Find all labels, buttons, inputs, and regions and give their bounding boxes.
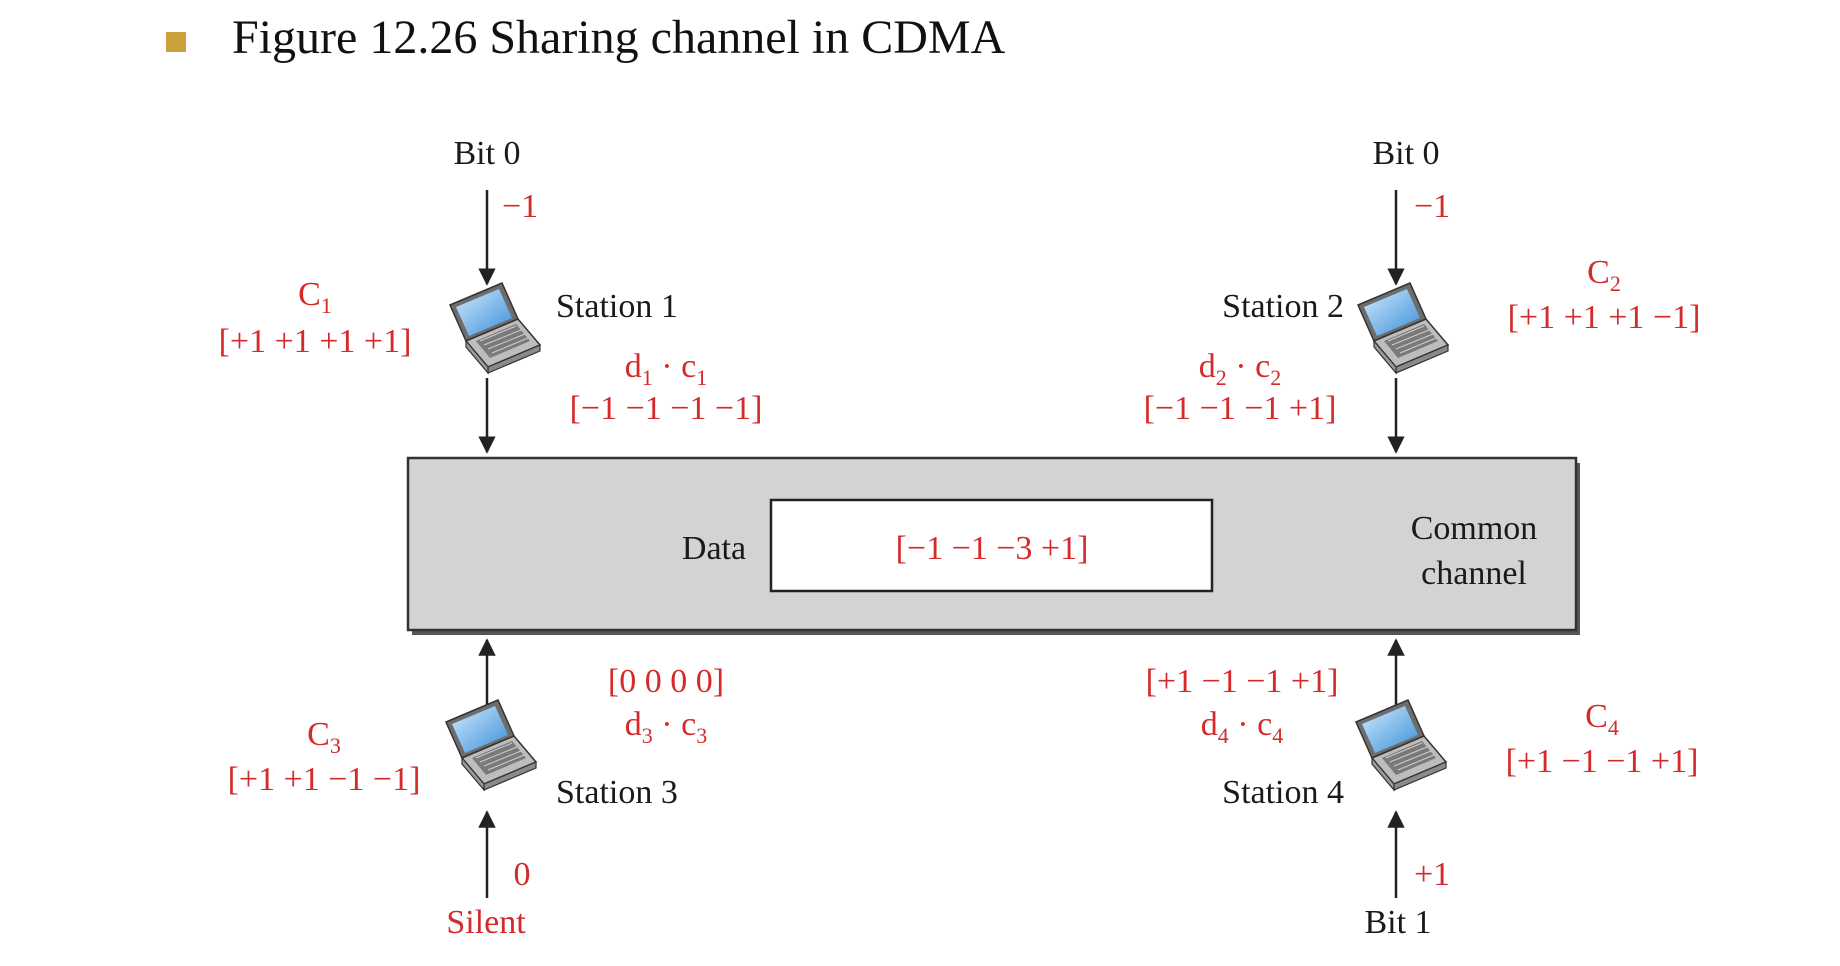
channel-label-line2: channel bbox=[1421, 555, 1527, 592]
station-3-code-label: C3 bbox=[307, 716, 341, 758]
station-3-name: Station 3 bbox=[556, 774, 678, 811]
station-2-code: [+1 +1 +1 −1] bbox=[1508, 299, 1701, 336]
figure-title: Figure 12.26 Sharing channel in CDMA bbox=[232, 11, 1006, 64]
station-2-code-label: C2 bbox=[1587, 254, 1621, 296]
station-3-product: [0 0 0 0] bbox=[608, 663, 724, 700]
station-4-code-label: C4 bbox=[1585, 698, 1619, 740]
station-2-product-label: d2 · c2 bbox=[1199, 348, 1281, 390]
data-box bbox=[769, 498, 1214, 593]
station-1-bit-value: −1 bbox=[502, 188, 538, 225]
station-1-name: Station 1 bbox=[556, 288, 678, 325]
station-1-product: [−1 −1 −1 −1] bbox=[570, 390, 763, 427]
station-1: Bit 0 −1 Station 1 C1 [+1 +1 +1 +1] d1 ·… bbox=[219, 135, 763, 454]
station-4-code: [+1 −1 −1 +1] bbox=[1506, 743, 1699, 780]
station-3-product-label: d3 · c3 bbox=[625, 706, 707, 748]
data-label: Data bbox=[682, 530, 746, 567]
station-1-code: [+1 +1 +1 +1] bbox=[219, 323, 412, 360]
station-1-code-label: C1 bbox=[298, 276, 332, 318]
station-1-bit-label: Bit 0 bbox=[453, 135, 520, 172]
station-1-product-label: d1 · c1 bbox=[625, 348, 707, 390]
station-4-laptop-icon bbox=[1355, 699, 1447, 791]
station-2-bit-value: −1 bbox=[1414, 188, 1450, 225]
station-3-laptop-icon bbox=[445, 699, 537, 791]
station-4-product: [+1 −1 −1 +1] bbox=[1146, 663, 1339, 700]
station-2-name: Station 2 bbox=[1222, 288, 1344, 325]
channel-label-line1: Common bbox=[1411, 510, 1538, 547]
station-4: Bit 1 +1 Station 4 C4 [+1 −1 −1 +1] [+1 … bbox=[1146, 638, 1699, 941]
station-3: Silent 0 Station 3 C3 [+1 +1 −1 −1] [0 0… bbox=[228, 638, 724, 941]
station-2-laptop-icon bbox=[1357, 282, 1449, 374]
station-3-bit-label: Silent bbox=[446, 904, 526, 941]
title-bullet bbox=[166, 32, 186, 52]
station-2: Bit 0 −1 Station 2 C2 [+1 +1 +1 −1] d2 ·… bbox=[1144, 135, 1701, 454]
station-4-bit-label: Bit 1 bbox=[1364, 904, 1431, 941]
station-4-name: Station 4 bbox=[1222, 774, 1344, 811]
station-3-code: [+1 +1 −1 −1] bbox=[228, 761, 421, 798]
station-4-bit-value: +1 bbox=[1414, 856, 1450, 893]
station-4-product-label: d4 · c4 bbox=[1201, 706, 1283, 748]
station-1-laptop-icon bbox=[449, 282, 541, 374]
station-3-bit-value: 0 bbox=[514, 856, 531, 893]
data-value: [−1 −1 −3 +1] bbox=[896, 530, 1089, 567]
station-2-bit-label: Bit 0 bbox=[1372, 135, 1439, 172]
station-2-product: [−1 −1 −1 +1] bbox=[1144, 390, 1337, 427]
